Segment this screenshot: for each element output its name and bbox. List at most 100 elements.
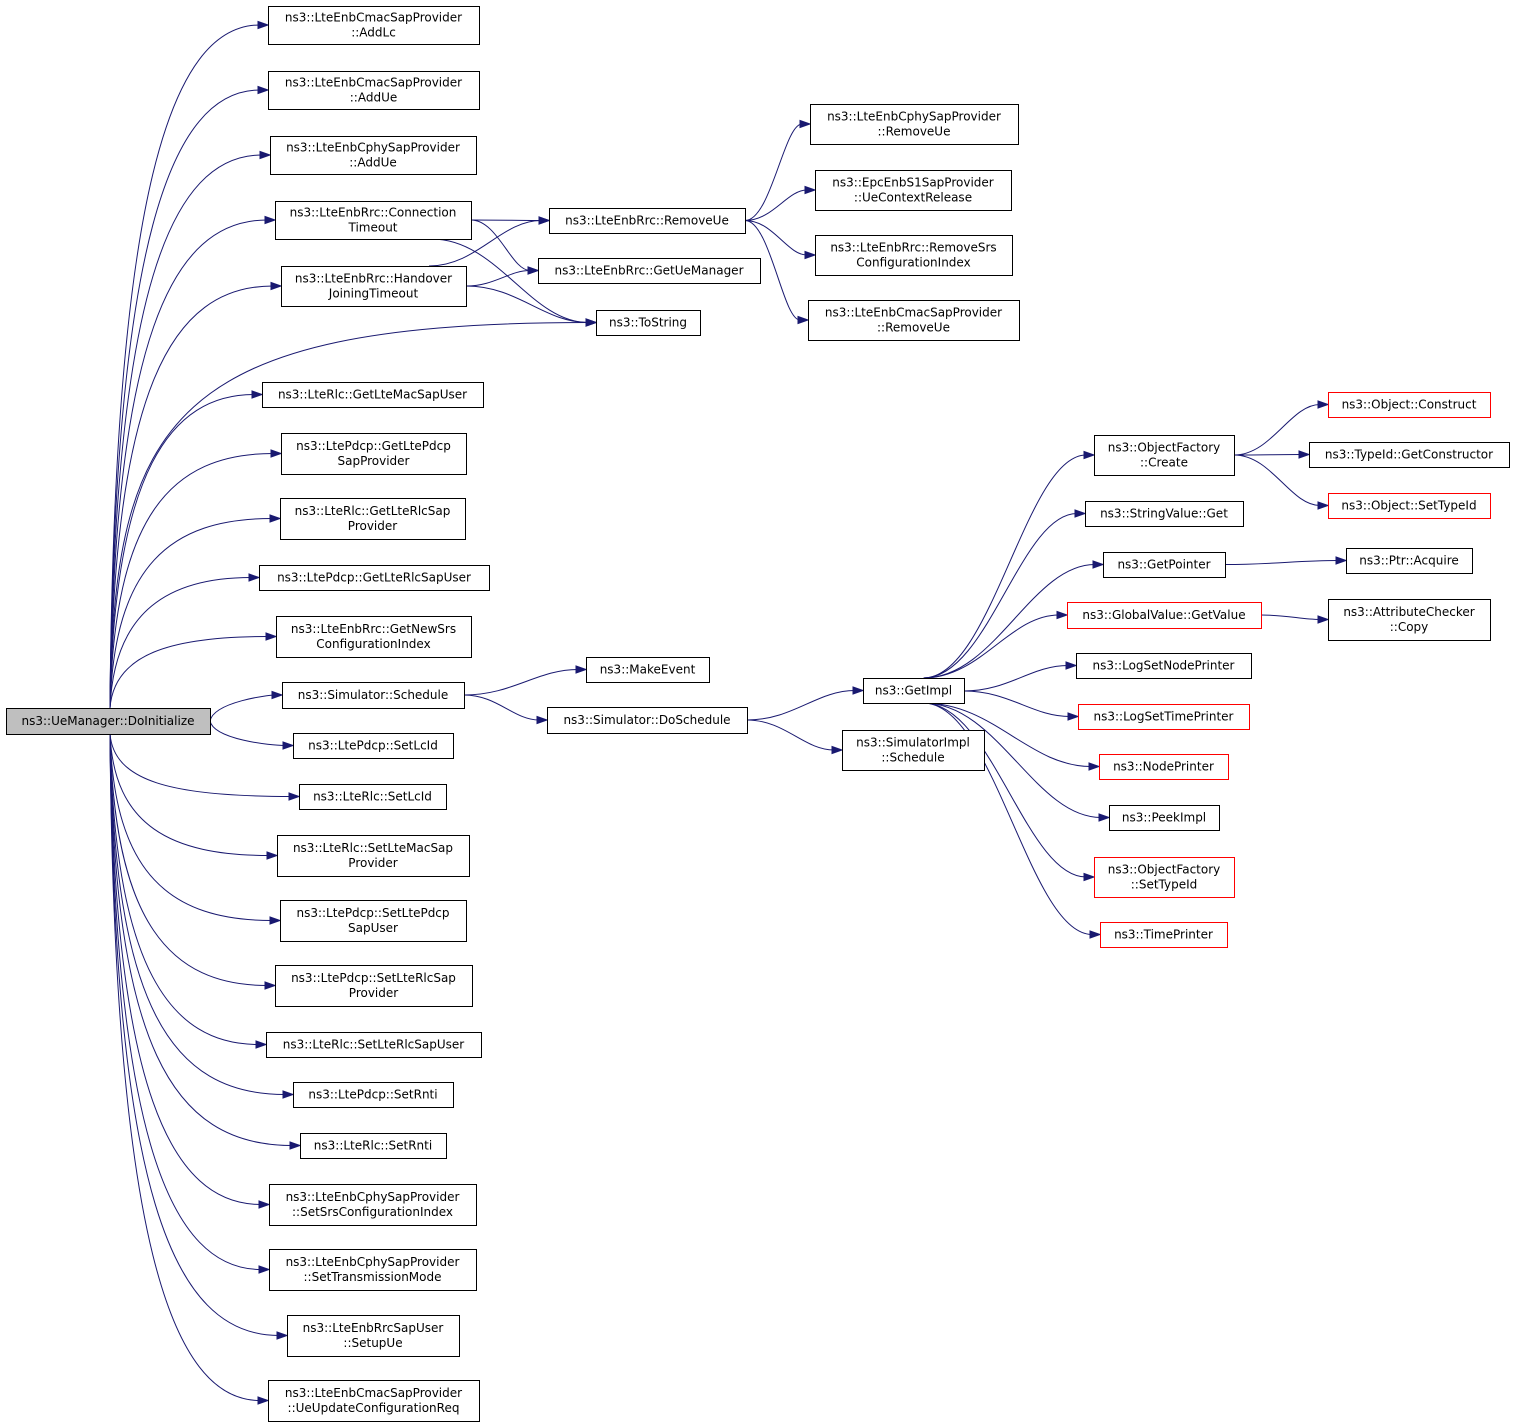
node-removesrs[interactable]: ns3::LteEnbRrc::RemoveSrsConfigurationIn…	[815, 235, 1013, 276]
node-label: ns3::LteRlc::GetLteRlcSap	[295, 504, 451, 518]
node-getimpl[interactable]: ns3::GetImpl	[863, 678, 965, 704]
edge-root-to-conn-timeout	[109, 219, 268, 709]
edge-ho-timeout-to-tostring	[465, 285, 589, 323]
node-box	[293, 1082, 454, 1108]
arrowhead-icon	[575, 665, 588, 674]
node-root[interactable]: ns3::UeManager::DoInitialize	[6, 708, 211, 735]
node-getnewsrs[interactable]: ns3::LteEnbRrc::GetNewSrsConfigurationIn…	[276, 616, 472, 658]
node-label: ns3::LogSetTimePrinter	[1093, 710, 1233, 724]
node-uectxrelease[interactable]: ns3::EpcEnbS1SapProvider::UeContextRelea…	[815, 170, 1012, 211]
node-tostring[interactable]: ns3::ToString	[596, 310, 701, 336]
edge-sim-schedule-to-doschedule	[463, 694, 540, 721]
arrowhead-icon	[1098, 813, 1111, 822]
node-obj-construct[interactable]: ns3::Object::Construct	[1328, 392, 1491, 418]
node-objfactory-create[interactable]: ns3::ObjectFactory::Create	[1094, 435, 1235, 476]
node-removeue[interactable]: ns3::LteEnbRrc::RemoveUe	[549, 208, 746, 234]
arrowhead-icon	[804, 185, 817, 195]
edge-getimpl-to-globalvalue-getvalue	[923, 614, 1060, 679]
node-addue-cmac[interactable]: ns3::LteEnbCmacSapProvider::AddUe	[268, 71, 480, 110]
node-box	[275, 965, 473, 1007]
node-label: ::AddLc	[351, 26, 396, 40]
node-getuemanager[interactable]: ns3::LteEnbRrc::GetUeManager	[538, 258, 761, 284]
node-ptr-acquire[interactable]: ns3::Ptr::Acquire	[1346, 548, 1473, 574]
node-label: ConfigurationIndex	[856, 256, 970, 270]
arrowhead-icon	[585, 318, 598, 327]
node-label: ns3::LteEnbCmacSapProvider	[285, 76, 462, 90]
node-box	[1076, 653, 1252, 679]
node-globalvalue-getvalue[interactable]: ns3::GlobalValue::GetValue	[1067, 602, 1262, 629]
node-sim-schedule[interactable]: ns3::Simulator::Schedule	[282, 682, 465, 709]
node-addlc[interactable]: ns3::LteEnbCmacSapProvider::AddLc	[268, 6, 480, 45]
node-getconstructor[interactable]: ns3::TypeId::GetConstructor	[1309, 442, 1510, 468]
node-label: JoiningTimeout	[328, 287, 419, 301]
node-ueupdatecfg[interactable]: ns3::LteEnbCmacSapProvider::UeUpdateConf…	[268, 1380, 480, 1422]
node-label: ns3::LtePdcp::SetLtePdcp	[296, 906, 449, 920]
node-label: ::RemoveUe	[877, 321, 950, 335]
node-label: ns3::ObjectFactory	[1108, 863, 1221, 877]
edge-root-to-ueupdatecfg	[109, 733, 261, 1401]
node-label: SapUser	[348, 921, 398, 935]
node-objfactory-settypeid[interactable]: ns3::ObjectFactory::SetTypeId	[1094, 857, 1235, 898]
node-attrchecker-copy[interactable]: ns3::AttributeChecker::Copy	[1328, 599, 1491, 641]
node-box	[1328, 392, 1491, 418]
node-getlterlcsapuser[interactable]: ns3::LtePdcp::GetLteRlcSapUser	[259, 565, 490, 591]
arrowhead-icon	[288, 792, 301, 801]
node-getltemacsapuser[interactable]: ns3::LteRlc::GetLteMacSapUser	[262, 382, 484, 408]
node-makeevent[interactable]: ns3::MakeEvent	[586, 657, 710, 683]
node-cphy-removeue[interactable]: ns3::LteEnbCphySapProvider::RemoveUe	[810, 104, 1019, 145]
node-label: SapProvider	[338, 454, 410, 468]
node-rlc-setrnti[interactable]: ns3::LteRlc::SetRnti	[300, 1133, 447, 1159]
node-label: ns3::GlobalValue::GetValue	[1082, 608, 1245, 622]
arrowhead-icon	[266, 851, 279, 860]
node-peekimpl[interactable]: ns3::PeekImpl	[1109, 805, 1220, 831]
node-label: ns3::LtePdcp::SetLteRlcSap	[291, 971, 456, 985]
node-settxmode[interactable]: ns3::LteEnbCphySapProvider::SetTransmiss…	[269, 1249, 477, 1291]
node-label: ns3::LteEnbCphySapProvider	[827, 110, 1001, 124]
edge-root-to-setupue	[109, 733, 280, 1336]
node-obj-settypeid[interactable]: ns3::Object::SetTypeId	[1328, 493, 1491, 519]
node-label: Provider	[348, 519, 397, 533]
node-timeprinter[interactable]: ns3::TimePrinter	[1100, 922, 1228, 948]
edge-getimpl-to-timeprinter	[923, 702, 1093, 935]
node-pdcp-setrnti[interactable]: ns3::LtePdcp::SetRnti	[293, 1082, 454, 1108]
node-stringvalue-get[interactable]: ns3::StringValue::Get	[1085, 501, 1244, 527]
node-box	[596, 310, 701, 336]
node-getpointer[interactable]: ns3::GetPointer	[1103, 552, 1226, 578]
edge-root-to-setltemacsapprov	[109, 733, 270, 856]
arrowhead-icon	[248, 573, 261, 582]
node-label: ::SetupUe	[343, 1336, 402, 1350]
node-box	[275, 201, 472, 240]
arrowhead-icon	[1335, 556, 1348, 565]
node-setupue[interactable]: ns3::LteEnbRrcSapUser::SetupUe	[287, 1315, 460, 1357]
node-label: ns3::SimulatorImpl	[856, 736, 970, 750]
node-box	[268, 71, 480, 110]
edge-globalvalue-getvalue-to-attrchecker-copy	[1260, 614, 1321, 620]
node-setlterlcsapuser[interactable]: ns3::LteRlc::SetLteRlcSapUser	[266, 1032, 482, 1058]
node-cmac-removeue[interactable]: ns3::LteEnbCmacSapProvider::RemoveUe	[808, 300, 1020, 341]
edge-root-to-ho-timeout	[109, 285, 274, 709]
arrowhead-icon	[1067, 712, 1080, 721]
node-box	[1094, 435, 1235, 476]
node-simimpl-schedule[interactable]: ns3::SimulatorImpl::Schedule	[842, 730, 985, 771]
node-rlc-setlcid[interactable]: ns3::LteRlc::SetLcId	[299, 784, 447, 810]
edge-getimpl-to-logsetnodeprinter	[963, 665, 1069, 692]
node-addue-cphy[interactable]: ns3::LteEnbCphySapProvider::AddUe	[270, 136, 477, 175]
node-box	[842, 730, 985, 771]
node-label: ns3::LtePdcp::GetLteRlcSapUser	[277, 571, 471, 585]
node-logsetnodeprinter[interactable]: ns3::LogSetNodePrinter	[1076, 653, 1252, 679]
node-doschedule[interactable]: ns3::Simulator::DoSchedule	[547, 707, 748, 734]
arrowhead-icon	[282, 1090, 295, 1099]
node-logsettimeprinter[interactable]: ns3::LogSetTimePrinter	[1078, 704, 1250, 730]
call-edges	[109, 20, 1348, 1405]
node-nodeprinter[interactable]: ns3::NodePrinter	[1099, 754, 1229, 780]
node-pdcp-setlcid[interactable]: ns3::LtePdcp::SetLcId	[293, 733, 454, 759]
node-setsrscfgidx[interactable]: ns3::LteEnbCphySapProvider::SetSrsConfig…	[269, 1184, 477, 1226]
